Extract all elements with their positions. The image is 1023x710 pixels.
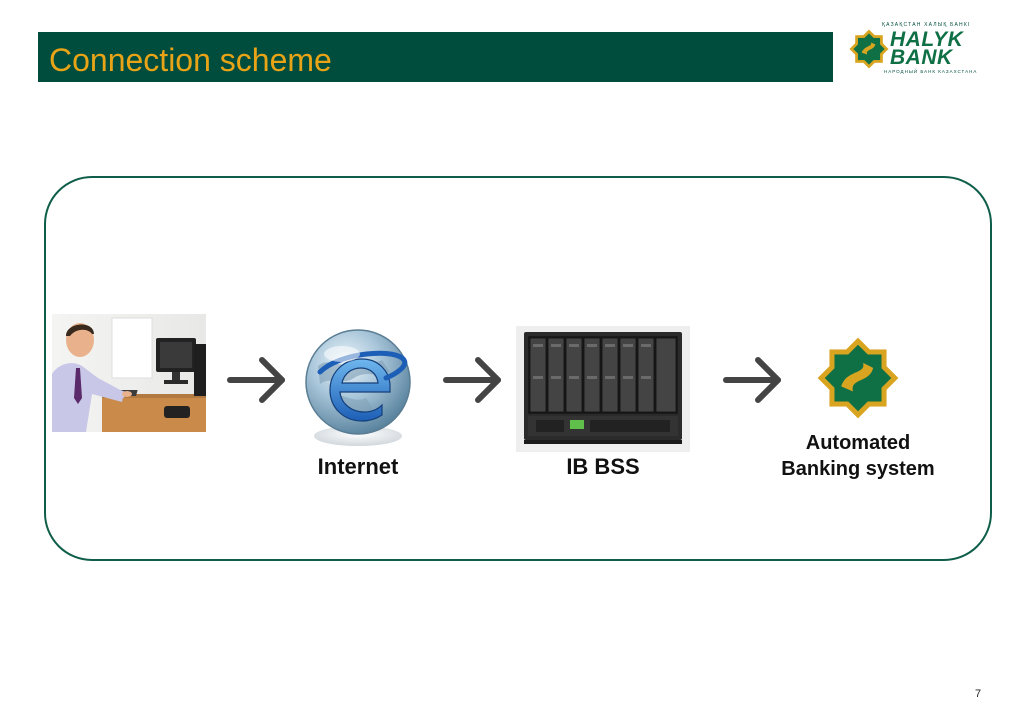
slide-title: Connection scheme	[49, 42, 332, 78]
logo-word-bank: BANK	[890, 46, 953, 69]
halyk-logo-mark-icon	[849, 29, 889, 69]
logo-word-halyk: HALYK	[890, 28, 964, 51]
internet-label: Internet	[317, 454, 399, 479]
internet-explorer-globe-icon	[305, 329, 411, 446]
page-number: 7	[975, 688, 982, 700]
abs-label-line2: Banking system	[781, 458, 935, 480]
arrow-right-icon	[227, 357, 285, 403]
blade-server-icon	[516, 326, 690, 452]
user-at-computer-photo	[52, 314, 206, 432]
logo-bottom-text: НАРОДНЫЙ БАНК КАЗАХСТАНА	[884, 69, 978, 74]
halyk-bank-emblem-icon	[817, 337, 899, 419]
abs-node: Automated Banking system	[756, 336, 960, 486]
abs-label-line1: Automated	[805, 432, 911, 454]
title-bar: Connection scheme	[38, 32, 833, 82]
arrow-right-icon	[443, 357, 501, 403]
ib-bss-label: IB BSS	[566, 454, 640, 479]
halyk-bank-logo: ҚАЗАҚСТАН ХАЛЫҚ БАНКІ HALYK BANK НАРОДНЫ…	[846, 22, 986, 78]
internet-node: Internet	[300, 326, 416, 479]
arrow-right-icon	[723, 357, 781, 403]
connection-scheme-frame	[44, 176, 992, 561]
ib-bss-node: IB BSS	[516, 326, 690, 479]
logo-top-text: ҚАЗАҚСТАН ХАЛЫҚ БАНКІ	[882, 22, 971, 28]
